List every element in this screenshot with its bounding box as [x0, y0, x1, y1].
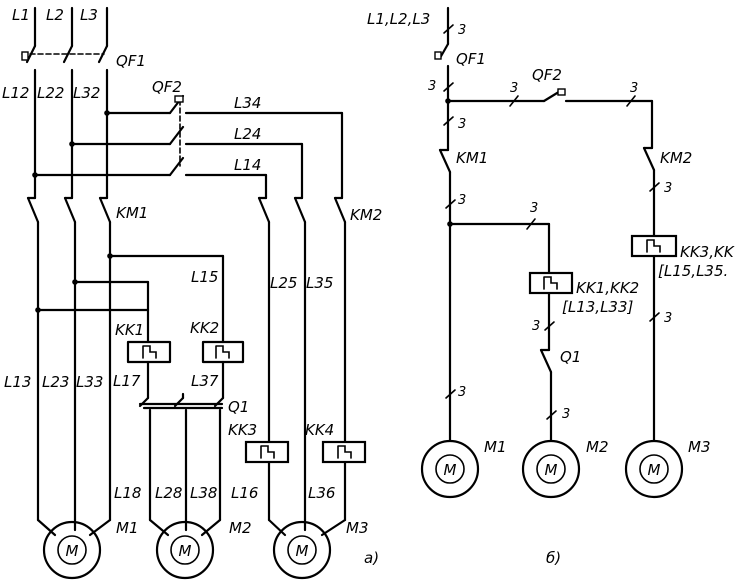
label-kk3: KK3	[228, 421, 257, 439]
diagram-b: L1,L2,L3 QF1 3 3 3 KM1 3 3	[367, 6, 735, 567]
label-m2-b: M2	[586, 438, 609, 456]
relay-kk34-b	[630, 234, 678, 258]
label-l35: L35	[306, 274, 333, 292]
feeder-wires	[32, 70, 110, 178]
label-m2-a: M2	[229, 519, 252, 537]
motor-m3-b-symbol: M	[648, 461, 661, 479]
label-3-m2-bot: 3	[562, 407, 570, 422]
motor-m1-b-symbol: M	[444, 461, 457, 479]
label-3-qf2-right: 3	[630, 81, 638, 96]
breaker-qf1	[21, 44, 109, 74]
label-qf2-b: QF2	[532, 66, 562, 84]
label-kk12: KK1,KK2	[576, 279, 639, 297]
label-l25: L25	[270, 274, 297, 292]
label-m1-b: M1	[484, 438, 507, 456]
contactor-km1	[26, 170, 112, 224]
label-l18: L18	[114, 484, 141, 502]
label-l12: L12	[2, 84, 29, 102]
label-qf2-a: QF2	[152, 78, 182, 96]
relay-kk12-b	[528, 271, 574, 295]
label-3-qf2-left: 3	[510, 81, 518, 96]
label-kk2: KK2	[190, 319, 219, 337]
label-l3: L3	[80, 6, 98, 24]
relay-kk1	[126, 340, 172, 364]
caption-b: б)	[546, 549, 561, 567]
label-l34: L34	[234, 94, 261, 112]
label-kk34: KK3,KK	[680, 243, 735, 261]
label-3-km1-top: 3	[458, 117, 466, 132]
diagram-a: L1 L2 L3 QF1 L12 L22 L32	[2, 6, 382, 580]
m2-wires	[148, 408, 222, 537]
label-3-m3: 3	[664, 311, 672, 326]
label-kk34-wires: [L15,L35.	[658, 262, 728, 280]
label-l36: L36	[308, 484, 335, 502]
label-l38: L38	[190, 484, 217, 502]
relay-kk4	[321, 440, 367, 464]
label-l15: L15	[191, 268, 218, 286]
motor-m2-a: M	[155, 520, 215, 580]
label-q1-a: Q1	[228, 398, 249, 416]
label-3-m1: 3	[458, 385, 466, 400]
label-l14: L14	[234, 156, 261, 174]
label-l13: L13	[4, 373, 31, 391]
main-bus-b	[434, 6, 456, 442]
label-kk12-wires: [L13,L33]	[562, 298, 634, 316]
label-m3-b: M3	[688, 438, 711, 456]
caption-a: а)	[364, 549, 379, 567]
motor-m3-symbol: M	[296, 542, 309, 560]
label-3-m2-top: 3	[530, 201, 538, 216]
label-3-km2: 3	[664, 181, 672, 196]
label-qf1-b: QF1	[456, 50, 486, 68]
label-km2-a: KM2	[350, 206, 382, 224]
m2-branch-b	[448, 218, 557, 442]
label-3-km1-bot: 3	[458, 193, 466, 208]
label-l1: L1	[12, 6, 30, 24]
supply-lines	[33, 6, 109, 48]
qf2-branch-b	[446, 88, 660, 442]
label-l16: L16	[231, 484, 258, 502]
label-supply-b: L1,L2,L3	[367, 10, 430, 28]
label-l28: L28	[155, 484, 182, 502]
label-3-qf1: 3	[428, 79, 436, 94]
label-km1-b: KM1	[456, 149, 488, 167]
label-l17: L17	[113, 372, 141, 390]
motor-m1-a: M	[42, 520, 102, 580]
relay-kk3	[244, 440, 290, 464]
label-kk1: KK1	[115, 321, 144, 339]
motor-m3-b: M	[624, 439, 684, 499]
label-m1-a: M1	[116, 519, 139, 537]
label-kk4: KK4	[305, 421, 334, 439]
label-l37: L37	[191, 372, 219, 390]
m3-wires	[267, 220, 347, 537]
label-l33: L33	[76, 373, 103, 391]
m1-wires	[35, 220, 225, 537]
label-3-top: 3	[458, 23, 466, 38]
motor-m3-a: M	[272, 520, 332, 580]
relay-kk2	[201, 340, 245, 364]
motor-m2-b: M	[521, 439, 581, 499]
motor-m2-b-symbol: M	[545, 461, 558, 479]
label-3-q1: 3	[532, 319, 540, 334]
motor-m1-symbol: M	[66, 542, 79, 560]
label-km1-a: KM1	[116, 204, 148, 222]
motor-m2-symbol: M	[179, 542, 192, 560]
switch-q1	[138, 360, 225, 410]
label-qf1-a: QF1	[116, 52, 146, 70]
breaker-qf2	[33, 94, 344, 200]
label-l23: L23	[42, 373, 69, 391]
contactor-km2	[257, 196, 347, 224]
label-l2: L2	[46, 6, 64, 24]
label-l24: L24	[234, 125, 261, 143]
label-m3-a: M3	[346, 519, 369, 537]
motor-m1-b: M	[420, 439, 480, 499]
label-km2-b: KM2	[660, 149, 692, 167]
label-l32: L32	[73, 84, 100, 102]
label-l22: L22	[37, 84, 64, 102]
label-q1-b: Q1	[560, 348, 581, 366]
